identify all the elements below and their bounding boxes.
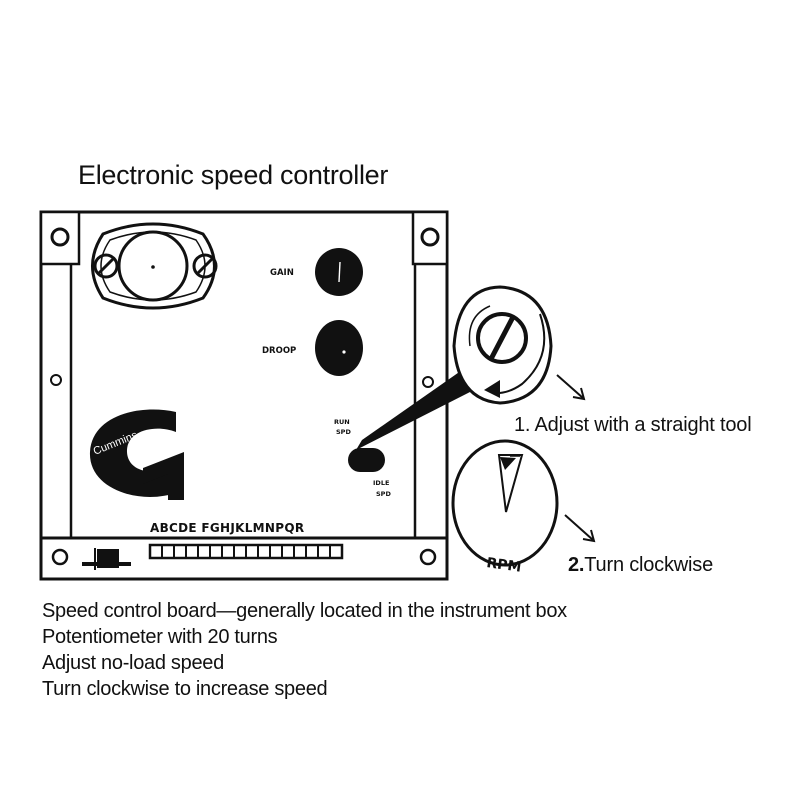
- clockwise-arrow-icon: [493, 313, 546, 395]
- note-line: Turn clockwise to increase speed: [42, 678, 328, 700]
- board-outline: [39, 210, 449, 581]
- mounting-hole-icon: [50, 374, 62, 386]
- run-speed-potentiometer[interactable]: [348, 448, 385, 472]
- droop-pot[interactable]: [315, 320, 363, 376]
- note-line: Potentiometer with 20 turns: [42, 626, 278, 648]
- idle-spd-label: IDLE: [373, 479, 389, 487]
- mounting-hole-icon: [420, 227, 440, 247]
- note-line: Adjust no-load speed: [42, 652, 224, 674]
- screw-slot-icon: [476, 312, 528, 364]
- run-spd-label-2: SPD: [336, 428, 351, 436]
- pot-zoom-callout: [452, 285, 553, 405]
- callout-wedge: [356, 368, 470, 450]
- diagram-title: Electronic speed controller: [78, 160, 389, 190]
- mounting-hole-icon: [419, 548, 437, 566]
- terminal-block: [148, 543, 344, 560]
- rpm-label: RPM: [485, 555, 522, 576]
- rpm-dial: RPM: [451, 439, 559, 576]
- cummins-logo-icon: Cummins: [89, 409, 184, 500]
- step2-callout: 2.Turn clockwise: [568, 554, 713, 577]
- mounting-hole-icon: [50, 227, 70, 247]
- step2-number: 2.: [568, 554, 585, 576]
- gain-label: GAIN: [270, 268, 294, 278]
- corner-block-tl: [39, 210, 81, 266]
- run-spd-label: RUN: [334, 418, 350, 426]
- step2-text: Turn clockwise: [584, 554, 713, 576]
- corner-block-tr: [411, 210, 449, 266]
- droop-label: DROOP: [262, 346, 296, 356]
- notes-list: Speed control board—generally located in…: [42, 598, 567, 702]
- transistor-can: [91, 222, 218, 310]
- bottom-strip: [39, 536, 449, 581]
- idle-spd-label-2: SPD: [376, 490, 391, 498]
- terminal-letters: ABCDE FGHJKLMNPQR: [150, 521, 304, 535]
- fuse-component: [82, 548, 131, 570]
- step1-callout: 1. Adjust with a straight tool: [514, 414, 752, 436]
- mounting-hole-icon: [422, 376, 434, 388]
- mounting-hole-icon: [51, 548, 69, 566]
- note-line: Speed control board—generally located in…: [42, 600, 567, 622]
